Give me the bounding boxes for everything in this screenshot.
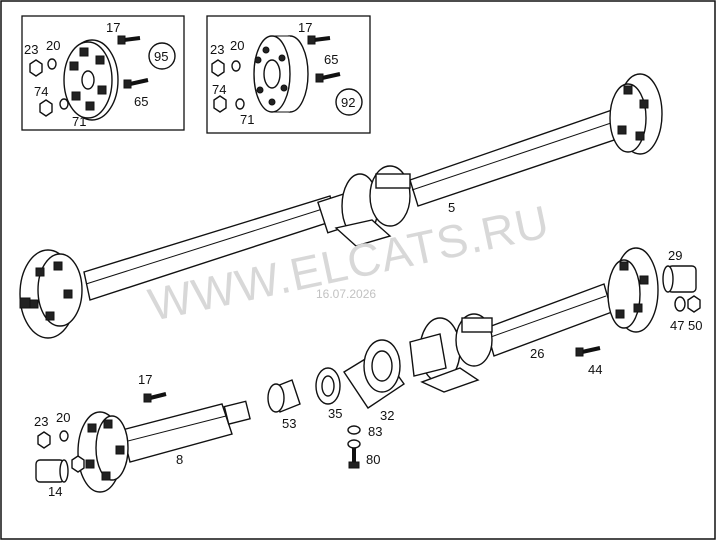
label-14: 14 [48, 484, 62, 499]
bolt-17-drawing [117, 35, 141, 45]
callout-95-circle [148, 42, 176, 70]
label-44: 44 [588, 362, 602, 377]
label-26: 26 [530, 346, 544, 361]
label-71-right: 71 [240, 112, 254, 127]
callout-92: 92 [341, 95, 355, 110]
washer-71-right-drawing [235, 98, 245, 110]
washer-47-drawing [674, 296, 686, 312]
label-17-right: 17 [298, 20, 312, 35]
center-bearing-32-drawing [343, 339, 405, 409]
bolt-17-right-drawing [307, 35, 331, 45]
callout-92-circle [335, 88, 363, 116]
washer-83-drawing [347, 425, 361, 435]
washer-83b-drawing [347, 439, 361, 449]
bushing-14-drawing [35, 459, 69, 483]
washer-20-rear-drawing [59, 430, 69, 442]
label-65: 65 [134, 94, 148, 109]
label-29: 29 [668, 248, 682, 263]
front-shaft-section-drawing [409, 247, 659, 393]
nut-74-right-drawing [213, 95, 227, 113]
bolt-65-drawing [123, 78, 149, 89]
nut-23-drawing [29, 59, 43, 77]
bolt-44-drawing [575, 346, 601, 357]
nut-23-right-drawing [211, 59, 225, 77]
washer-71-drawing [59, 98, 69, 110]
inset-left: 17 23 20 74 71 65 95 [21, 15, 185, 131]
label-32: 32 [380, 408, 394, 423]
flex-disc-drawing [63, 39, 119, 121]
label-20-rear: 20 [56, 410, 70, 425]
washer-20-drawing [47, 58, 57, 70]
label-20-right: 20 [230, 38, 244, 53]
label-23-rear: 23 [34, 414, 48, 429]
label-80: 80 [366, 452, 380, 467]
label-17-rear: 17 [138, 372, 152, 387]
washer-20-right-drawing [231, 60, 241, 72]
label-74-right: 74 [212, 82, 226, 97]
bolt-65-right-drawing [315, 72, 341, 83]
nut-74-drawing [39, 99, 53, 117]
label-47: 47 [670, 318, 684, 333]
nut-23-rear-drawing [37, 431, 51, 449]
date-stamp: 16.07.2026 [316, 287, 376, 301]
coupling-drawing [253, 35, 309, 113]
rear-shaft-8-drawing [77, 400, 251, 493]
main-propeller-shaft-drawing [19, 73, 663, 339]
callout-95: 95 [154, 49, 168, 64]
nut-50-drawing [687, 295, 701, 313]
bearing-35-drawing [315, 367, 341, 405]
bushing-29-drawing [662, 265, 697, 293]
label-35: 35 [328, 406, 342, 421]
inset-right: 17 23 20 65 74 71 92 [206, 15, 371, 134]
bolt-80-drawing [348, 448, 360, 469]
sleeve-53-drawing [267, 379, 301, 413]
label-8: 8 [176, 452, 183, 467]
label-83: 83 [368, 424, 382, 439]
label-71: 71 [72, 114, 86, 129]
label-20: 20 [46, 38, 60, 53]
label-23: 23 [24, 42, 38, 57]
label-74: 74 [34, 84, 48, 99]
label-17: 17 [106, 20, 120, 35]
label-65-right: 65 [324, 52, 338, 67]
nut-rear-drawing [71, 455, 85, 473]
label-50: 50 [688, 318, 702, 333]
label-5: 5 [448, 200, 455, 215]
label-53: 53 [282, 416, 296, 431]
label-23-right: 23 [210, 42, 224, 57]
bolt-17-rear-drawing [143, 392, 167, 403]
